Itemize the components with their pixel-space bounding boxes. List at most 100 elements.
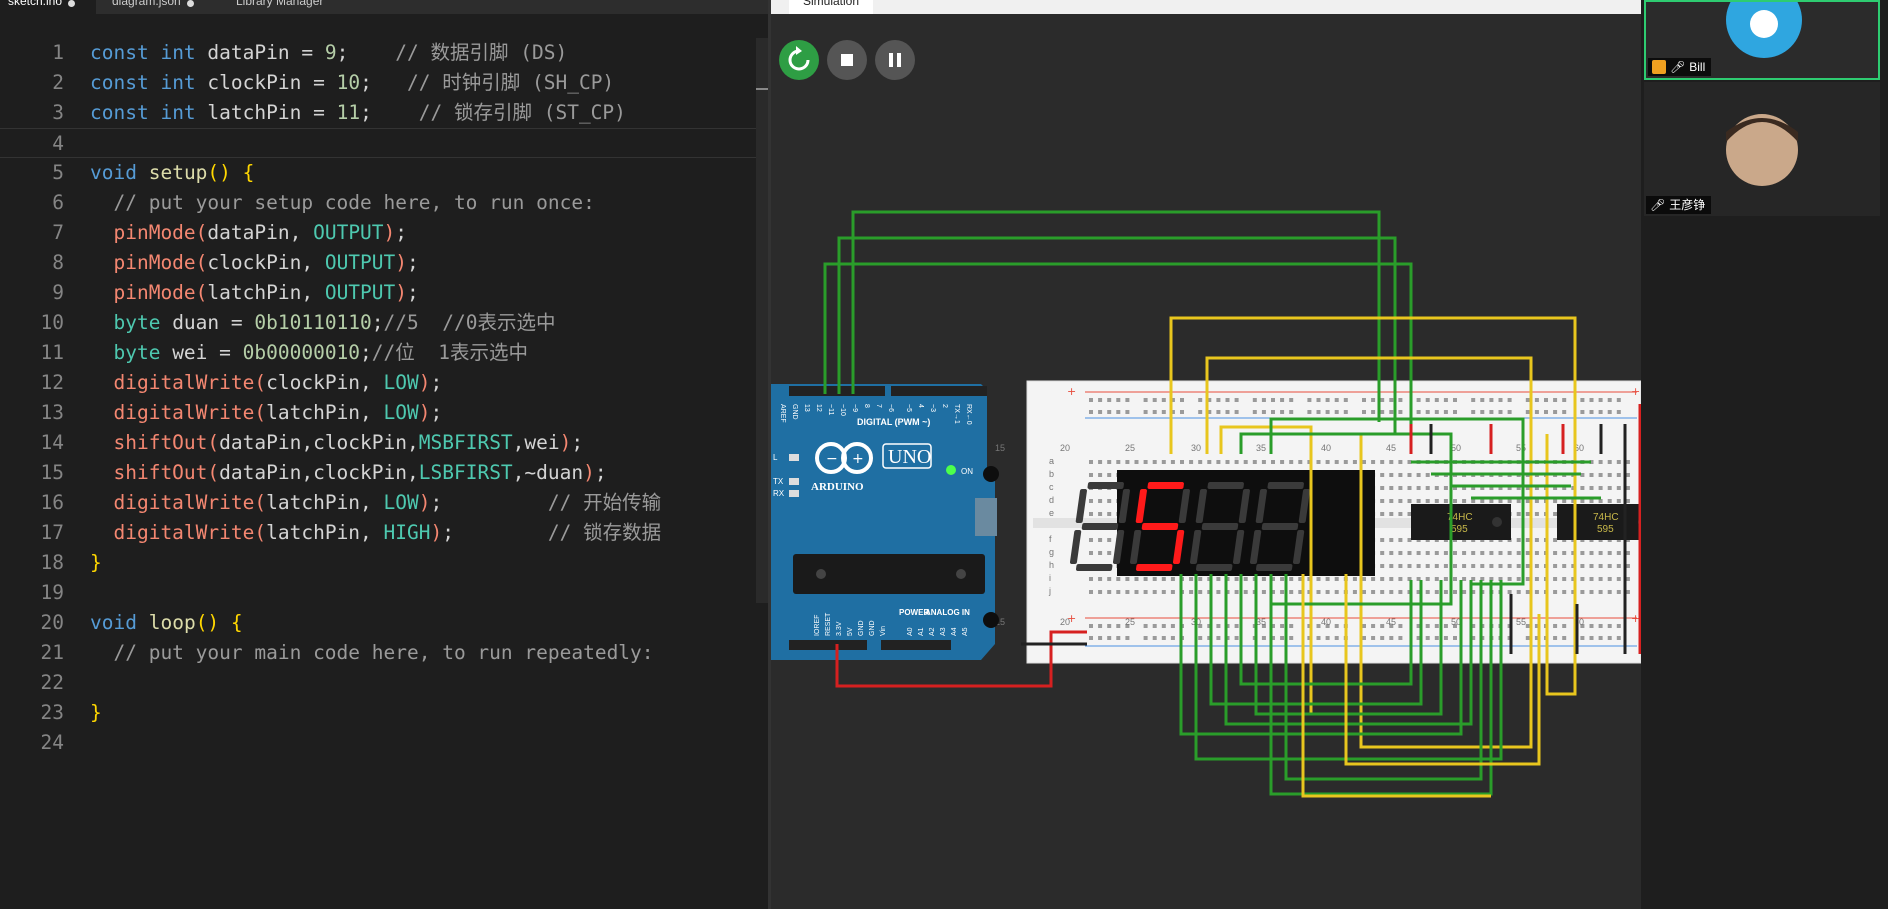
code-line[interactable]: 5 void setup() {: [0, 158, 768, 188]
participant-video-wang[interactable]: 🎤︎王彦铮: [1644, 82, 1880, 216]
line-number: 20: [40, 611, 64, 634]
line-number: 2: [52, 71, 64, 94]
row-label: b: [1049, 469, 1054, 479]
code-line[interactable]: 21 // put your main code here, to run re…: [0, 638, 768, 668]
pause-icon: [889, 53, 901, 67]
participant-video-bill[interactable]: 🎤︎Bill: [1644, 0, 1880, 80]
pin-label: 3.3V: [836, 621, 843, 636]
column-label: 50: [1451, 443, 1461, 453]
line-number: 8: [52, 251, 64, 274]
line-number: 9: [52, 281, 64, 304]
code-text: pinMode(dataPin, OUTPUT);: [113, 221, 408, 244]
host-icon: [1652, 60, 1666, 74]
panel-divider[interactable]: [768, 0, 771, 909]
pin-label: Vin: [880, 626, 887, 636]
display-digits: [1069, 482, 1310, 571]
pin-label: RESET: [825, 612, 832, 636]
pause-button[interactable]: [875, 40, 915, 80]
digit: [1129, 482, 1190, 571]
pin-label: ~9: [851, 404, 858, 412]
code-line[interactable]: 17 digitalWrite(latchPin, HIGH); // 锁存数据: [0, 518, 768, 548]
digit: [1069, 482, 1130, 571]
code-text: byte duan = 0b10110110;//5 //0表示选中: [113, 311, 556, 334]
wires[interactable]: [823, 210, 1641, 798]
tab-label: diagram.json: [112, 0, 181, 8]
tab-simulation[interactable]: Simulation: [789, 0, 874, 14]
svg-text:+: +: [852, 451, 864, 467]
code-line[interactable]: 2 const int clockPin = 10; // 时钟引脚 (SH_CP…: [0, 68, 768, 98]
participant-name: 王彦铮: [1669, 198, 1706, 212]
row-label: a: [1049, 456, 1054, 466]
pin-label: ~6: [887, 404, 894, 412]
shift-register-chip[interactable]: 74HC 595: [1411, 504, 1511, 540]
code-text: shiftOut(dataPin,clockPin,LSBFIRST,~duan…: [113, 461, 607, 484]
tab-diagram[interactable]: diagram.json: [104, 0, 216, 14]
code-line[interactable]: 11 byte wei = 0b00000010;//位 1表示选中: [0, 338, 768, 368]
row-label: i: [1049, 573, 1051, 583]
line-number: 14: [40, 431, 64, 454]
column-label: 30: [1191, 443, 1201, 453]
rx-label: RX: [773, 489, 785, 498]
code-line[interactable]: 18}: [0, 548, 768, 578]
stop-button[interactable]: [827, 40, 867, 80]
code-line[interactable]: 10 byte duan = 0b10110110;//5 //0表示选中: [0, 308, 768, 338]
code-line[interactable]: 19: [0, 578, 768, 608]
code-text: const int latchPin = 11; // 锁存引脚 (ST_CP): [90, 101, 626, 124]
tab-sketch[interactable]: sketch.ino: [0, 0, 96, 14]
code-line[interactable]: 24: [0, 728, 768, 758]
reset-button[interactable]: [975, 498, 997, 536]
code-text: const int clockPin = 10; // 时钟引脚 (SH_CP): [90, 71, 615, 94]
code-line[interactable]: 12 digitalWrite(clockPin, LOW);: [0, 368, 768, 398]
row-label: f: [1049, 534, 1052, 544]
editor-scrollbar[interactable]: [756, 38, 768, 603]
pin-label: GND: [858, 620, 865, 636]
column-label: 40: [1321, 443, 1331, 453]
code-line[interactable]: 16 digitalWrite(latchPin, LOW); // 开始传输: [0, 488, 768, 518]
code-text: shiftOut(dataPin,clockPin,MSBFIRST,wei);: [113, 431, 584, 454]
chip-label-line1: 74HC: [1593, 512, 1619, 523]
shift-register-chip[interactable]: 74HC 595: [1557, 504, 1641, 540]
code-line[interactable]: 4: [0, 128, 768, 158]
line-number: 7: [52, 221, 64, 244]
svg-text:+: +: [1067, 385, 1076, 398]
column-label: 40: [1321, 617, 1331, 627]
code-line[interactable]: 7 pinMode(dataPin, OUTPUT);: [0, 218, 768, 248]
column-label: 25: [1125, 443, 1135, 453]
code-text: void setup() {: [90, 161, 255, 184]
row-label: d: [1049, 495, 1054, 505]
code-text: digitalWrite(latchPin, HIGH); // 锁存数据: [113, 521, 662, 544]
on-label: ON: [961, 467, 973, 476]
arduino-uno-board[interactable]: − + UNO ARDUINO DIGITAL (PWM ~) POWER AN…: [771, 384, 999, 660]
column-label: 20: [1060, 443, 1070, 453]
tab-label: sketch.ino: [8, 0, 63, 8]
code-line[interactable]: 14 shiftOut(dataPin,clockPin,MSBFIRST,we…: [0, 428, 768, 458]
code-line[interactable]: 6 // put your setup code here, to run on…: [0, 188, 768, 218]
code-line[interactable]: 9 pinMode(latchPin, OUTPUT);: [0, 278, 768, 308]
tab-library-manager[interactable]: Library Manager: [228, 0, 378, 14]
line-number: 21: [40, 641, 64, 664]
simulation-canvas[interactable]: 1155101015152020252530303535404045455050…: [771, 14, 1641, 909]
pin-label: GND: [869, 620, 876, 636]
code-line[interactable]: 13 digitalWrite(latchPin, LOW);: [0, 398, 768, 428]
line-number: 5: [52, 161, 64, 184]
line-number: 22: [40, 671, 64, 694]
restart-button[interactable]: [779, 40, 819, 80]
row-label: g: [1049, 547, 1054, 557]
code-line[interactable]: 15 shiftOut(dataPin,clockPin,LSBFIRST,~d…: [0, 458, 768, 488]
restart-icon: [788, 46, 810, 71]
code-line[interactable]: 8 pinMode(clockPin, OUTPUT);: [0, 248, 768, 278]
board-brand-label: ARDUINO: [811, 481, 864, 493]
column-label: 35: [1256, 617, 1266, 627]
code-line[interactable]: 22: [0, 668, 768, 698]
pin-label: A2: [929, 627, 936, 636]
avatar: [1726, 114, 1798, 186]
svg-text:+: +: [1631, 612, 1640, 625]
stop-icon: [841, 54, 853, 66]
code-line[interactable]: 23}: [0, 698, 768, 728]
row-label: e: [1049, 508, 1054, 518]
code-text: // put your main code here, to run repea…: [113, 641, 654, 664]
